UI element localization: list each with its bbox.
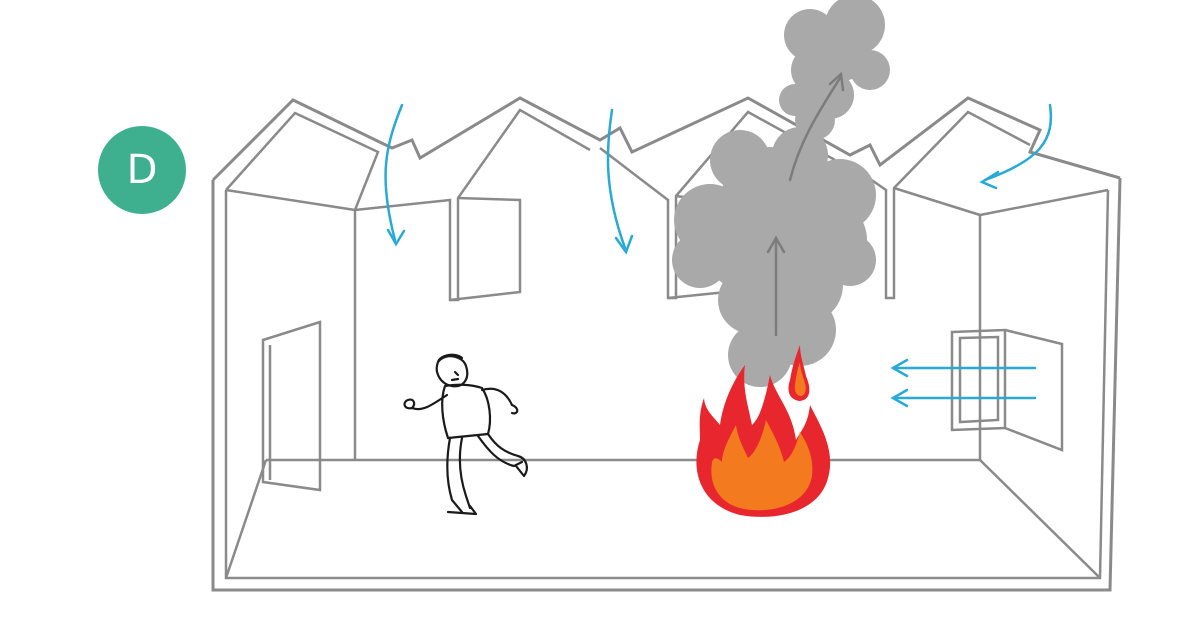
smoke-arrow-icon <box>766 71 845 337</box>
building-outer-wall <box>211 177 1122 592</box>
person-face <box>450 370 460 382</box>
person-right-leg-outer <box>476 434 524 468</box>
panel-badge-label: D <box>126 147 158 193</box>
window-icon <box>950 328 1064 452</box>
flame-inner <box>711 420 813 511</box>
airflow-arrow-roof-1 <box>384 103 404 242</box>
roof-bay-4 <box>849 110 1031 300</box>
window-open-pane <box>1004 328 1064 452</box>
window-inner-frame <box>958 335 1000 424</box>
building-inner-wall <box>224 189 1110 580</box>
person-left-leg-outer <box>446 436 464 514</box>
roof-outer <box>211 96 1121 182</box>
person-right-hand <box>510 403 519 415</box>
person-torso <box>441 383 492 440</box>
smoke-arrow-upper <box>788 76 842 182</box>
panel-badge: D <box>98 126 186 214</box>
roof-bay-4-edge <box>893 186 981 217</box>
smoke-arrow-lower-head <box>766 235 786 254</box>
roof-bay-1 <box>225 111 380 211</box>
person-right-leg-inner <box>486 432 520 458</box>
smoke-cloud-icon <box>672 0 890 387</box>
door-icon <box>261 320 322 492</box>
left-ceiling-edge <box>225 188 356 212</box>
airflow-arrow-roof-2 <box>606 108 627 250</box>
door-panel <box>261 320 322 492</box>
person-head <box>435 355 469 388</box>
airflow-arrow-window-1-head <box>890 358 909 378</box>
airflow-arrow-roof-2-head <box>614 234 634 255</box>
airflow-arrow-roof-1-head <box>386 228 406 247</box>
sawtooth-building-icon <box>211 96 1122 592</box>
airflow-arrow-icon <box>384 103 1053 408</box>
right-ceiling-edge <box>979 188 1109 217</box>
person-left-leg-inner <box>458 436 472 510</box>
floor-line <box>266 458 1101 579</box>
airflow-arrow-roof-3 <box>983 103 1053 182</box>
person-left-arm <box>410 393 449 411</box>
airflow-arrow-roof-3-head <box>979 170 1000 190</box>
airflow-arrow-window-2-head <box>890 388 909 408</box>
fire-icon <box>696 345 831 517</box>
person-hair <box>436 353 464 364</box>
floor-left-edge <box>224 459 268 579</box>
person-right-arm <box>480 387 514 407</box>
person-left-hand <box>403 398 416 410</box>
person-right-foot <box>514 454 528 478</box>
smoke-arrow-upper-head <box>828 71 845 92</box>
flame-small-inner <box>794 362 806 396</box>
roof-bay-2-panel <box>449 196 522 302</box>
running-person-icon <box>403 353 528 516</box>
person-left-foot <box>446 504 478 516</box>
